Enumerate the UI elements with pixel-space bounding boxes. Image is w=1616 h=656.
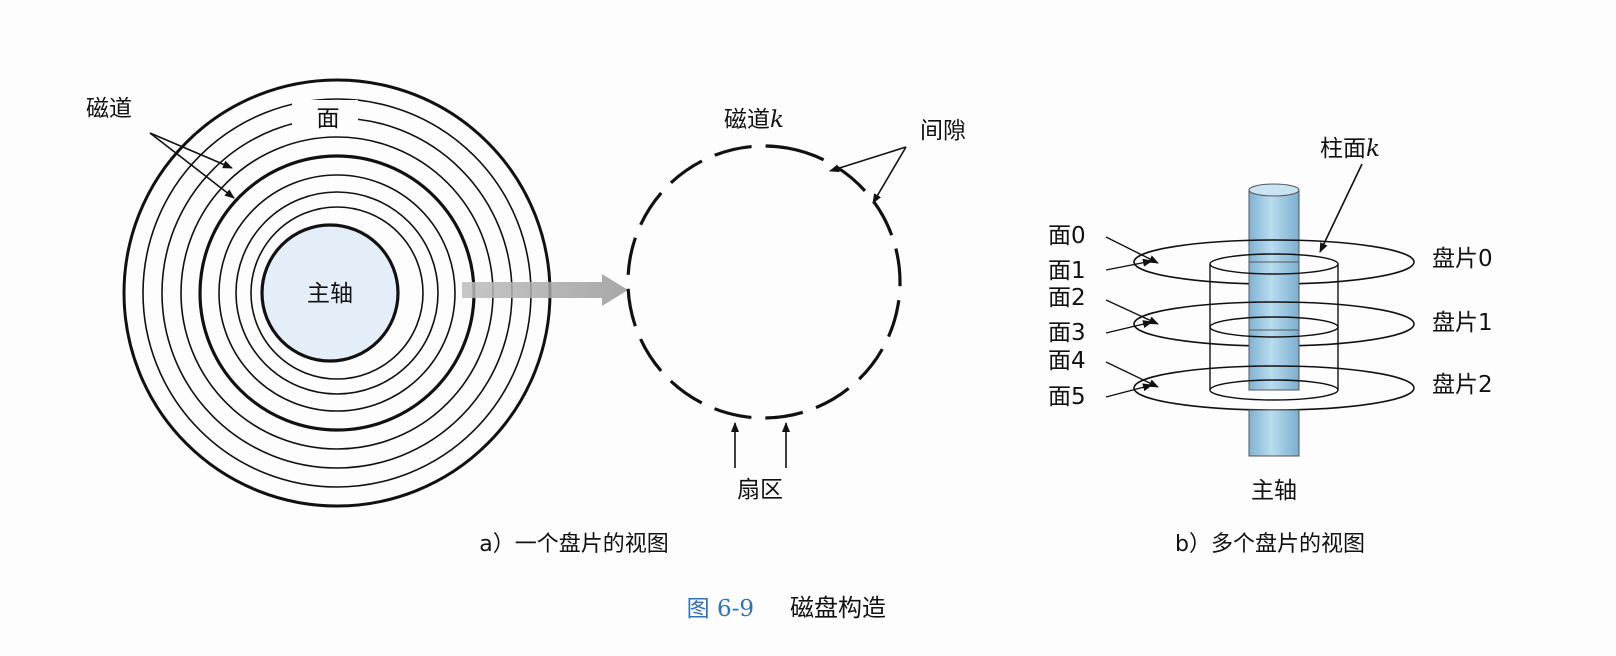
track-ring bbox=[235, 191, 439, 395]
sector-label: 扇区 bbox=[737, 477, 783, 503]
cylinder-var: k bbox=[1366, 136, 1380, 162]
track-arrow bbox=[149, 132, 233, 169]
surface-3-label: 面3 bbox=[1048, 320, 1086, 346]
figure-title: 图 6-9 磁盘构造 bbox=[687, 594, 886, 622]
platter-2-label: 盘片2 bbox=[1432, 372, 1493, 398]
surface-arrows bbox=[1105, 236, 1159, 398]
surface-label: 面 bbox=[317, 106, 340, 132]
zoom-arrow bbox=[462, 274, 628, 306]
cylinder-arrow bbox=[1319, 163, 1363, 253]
gap-arrow bbox=[872, 146, 907, 204]
caption-a: a）一个盘片的视图 bbox=[479, 532, 668, 557]
track-ring bbox=[218, 174, 456, 412]
single-platter-view: 主轴 面 磁道 磁道k 间隙 扇区 a）一个盘片的视图 bbox=[86, 78, 966, 557]
multiple-platters-view: 柱面k 面0 面1 面2 面3 面4 面5 盘片0 盘片1 盘片2 主轴 b）多… bbox=[1048, 136, 1493, 557]
gap-arrow bbox=[829, 146, 907, 173]
surface-1-label: 面1 bbox=[1048, 258, 1086, 284]
track-k-sectors bbox=[626, 144, 902, 420]
spindle-label: 主轴 bbox=[307, 281, 353, 307]
track-arrow bbox=[149, 132, 235, 199]
figure-number: 图 6-9 bbox=[687, 596, 754, 622]
cylinder-k bbox=[1209, 253, 1339, 401]
track-k-var: k bbox=[770, 107, 784, 133]
platter-0-label: 盘片0 bbox=[1432, 246, 1493, 272]
cylinder-label: 柱面k bbox=[1320, 136, 1380, 162]
caption-b: b）多个盘片的视图 bbox=[1175, 532, 1365, 557]
spindle-segment bbox=[1248, 261, 1300, 331]
spindle-b-label: 主轴 bbox=[1251, 478, 1297, 504]
track-k-text: 磁道 bbox=[724, 107, 770, 133]
surface-4-label: 面4 bbox=[1048, 348, 1086, 374]
surface-0-label: 面0 bbox=[1048, 223, 1086, 249]
surface-2-label: 面2 bbox=[1048, 285, 1086, 311]
track-label: 磁道 bbox=[86, 96, 132, 122]
track-k-label: 磁道k bbox=[724, 107, 784, 133]
platter-1-label: 盘片1 bbox=[1432, 310, 1493, 336]
surface-5-label: 面5 bbox=[1048, 384, 1086, 410]
spindle-cap bbox=[1248, 183, 1300, 197]
spindle-bottom bbox=[1248, 409, 1300, 457]
surface-label-mask bbox=[292, 100, 358, 134]
spindle-circle bbox=[260, 223, 400, 363]
spindle-top bbox=[1248, 189, 1300, 263]
gap-label: 间隙 bbox=[920, 118, 966, 144]
track-ring bbox=[250, 206, 424, 380]
figure-title-text: 磁盘构造 bbox=[790, 594, 886, 622]
cylinder-text: 柱面 bbox=[1320, 136, 1366, 162]
